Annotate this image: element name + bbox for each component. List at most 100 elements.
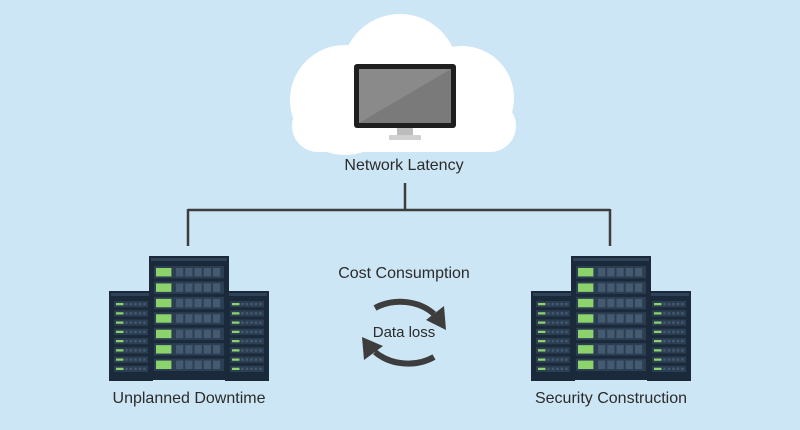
drive-bay (259, 349, 262, 352)
drive-bay (194, 329, 202, 339)
drive-bay (176, 314, 184, 323)
drive-bay (129, 358, 133, 361)
drive-bay (598, 268, 606, 277)
drive-bay (607, 268, 615, 277)
drive-bay (176, 329, 184, 339)
drive-bay (241, 340, 244, 343)
drive-bay (625, 268, 633, 277)
drive-bay (134, 312, 137, 315)
drive-bay (681, 330, 684, 333)
drive-bay (212, 268, 221, 277)
server-cabinet (109, 291, 153, 381)
status-light (116, 312, 124, 315)
status-light (156, 283, 172, 292)
status-light (578, 360, 594, 369)
drive-bay (667, 303, 671, 306)
drive-bay (203, 268, 211, 277)
drive-bay (254, 321, 258, 324)
drive-bay (241, 303, 244, 306)
drive-bay (129, 312, 133, 315)
drive-bay (194, 268, 202, 277)
drive-bay (556, 312, 559, 315)
drive-bay (672, 367, 675, 370)
drive-bay (143, 312, 146, 315)
center-inner-label: Data loss (372, 324, 436, 341)
drive-bay (138, 312, 142, 315)
status-light (156, 360, 172, 369)
status-light (654, 330, 662, 333)
status-light (578, 298, 594, 308)
drive-bay (625, 283, 633, 292)
drive-bay (607, 298, 615, 308)
drive-bay (625, 298, 633, 308)
drive-bay (254, 303, 258, 306)
drive-bay (681, 367, 684, 370)
drive-bay (176, 298, 184, 308)
status-light (538, 340, 546, 343)
drive-bay (547, 321, 550, 324)
status-light (578, 314, 594, 323)
drive-bay (672, 349, 675, 352)
monitor-icon (354, 64, 456, 140)
drive-bay (667, 340, 671, 343)
drive-bay (125, 358, 128, 361)
drive-bay (676, 312, 680, 315)
drive-bay (598, 360, 606, 369)
drive-bay (547, 358, 550, 361)
drive-bay (556, 330, 559, 333)
drive-bay (241, 321, 244, 324)
drive-bay (634, 283, 643, 292)
drive-bay (129, 330, 133, 333)
drive-bay (125, 367, 128, 370)
status-light (116, 330, 124, 333)
status-light (116, 340, 124, 343)
drive-bay (245, 303, 249, 306)
drive-bay (134, 303, 137, 306)
drive-bay (129, 349, 133, 352)
drive-bay (607, 283, 615, 292)
drive-bay (250, 340, 253, 343)
drive-bay (556, 349, 559, 352)
drive-bay (259, 340, 262, 343)
drive-bay (556, 303, 559, 306)
drive-bay (125, 330, 128, 333)
status-light (232, 312, 240, 315)
status-light (156, 268, 172, 277)
drive-bay (547, 303, 550, 306)
drive-bay (259, 321, 262, 324)
status-light (232, 349, 240, 352)
drive-bay (676, 349, 680, 352)
drive-bay (681, 312, 684, 315)
drive-bay (134, 330, 137, 333)
status-light (538, 330, 546, 333)
status-light (538, 349, 546, 352)
drive-bay (185, 283, 193, 292)
drive-bay (245, 321, 249, 324)
status-light (654, 312, 662, 315)
status-light (538, 358, 546, 361)
drive-bay (676, 367, 680, 370)
drive-bay (203, 329, 211, 339)
drive-bay (176, 268, 184, 277)
drive-bay (547, 330, 550, 333)
drive-bay (185, 345, 193, 354)
drive-bay (556, 321, 559, 324)
server-cabinet (647, 291, 691, 381)
drive-bay (176, 360, 184, 369)
drive-bay (254, 312, 258, 315)
drive-bay (681, 303, 684, 306)
server-cabinet (225, 291, 269, 381)
drive-bay (672, 321, 675, 324)
drive-bay (259, 367, 262, 370)
drive-bay (676, 330, 680, 333)
drive-bay (551, 358, 555, 361)
drive-bay (185, 360, 193, 369)
drive-bay (245, 358, 249, 361)
status-light (654, 321, 662, 324)
drive-bay (560, 321, 564, 324)
drive-bay (254, 358, 258, 361)
server-cabinet (571, 256, 651, 380)
drive-bay (125, 340, 128, 343)
drive-bay (616, 314, 624, 323)
